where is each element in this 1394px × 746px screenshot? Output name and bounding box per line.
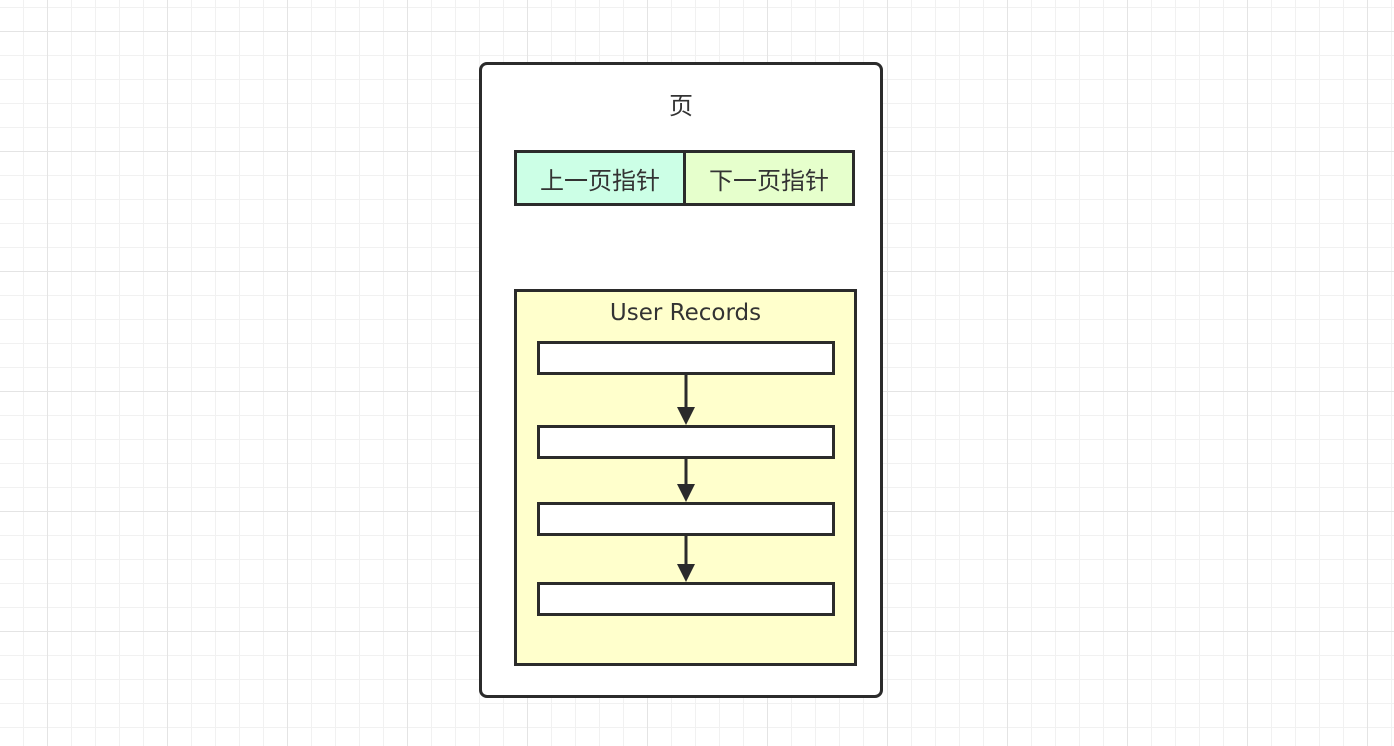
record-1 xyxy=(537,341,835,375)
record-4 xyxy=(537,582,835,616)
page-container: 页 上一页指针 下一页指针 User Records xyxy=(479,62,883,698)
user-records-box: User Records xyxy=(514,289,857,666)
record-3 xyxy=(537,502,835,536)
prev-page-pointer: 上一页指针 xyxy=(514,150,686,206)
record-arrows xyxy=(677,375,695,582)
next-page-pointer-label: 下一页指针 xyxy=(709,166,829,195)
record-2 xyxy=(537,425,835,459)
next-page-pointer: 下一页指针 xyxy=(683,150,855,206)
page-title: 页 xyxy=(669,92,693,120)
user-records-title: User Records xyxy=(609,300,762,326)
prev-page-pointer-label: 上一页指针 xyxy=(540,166,660,195)
